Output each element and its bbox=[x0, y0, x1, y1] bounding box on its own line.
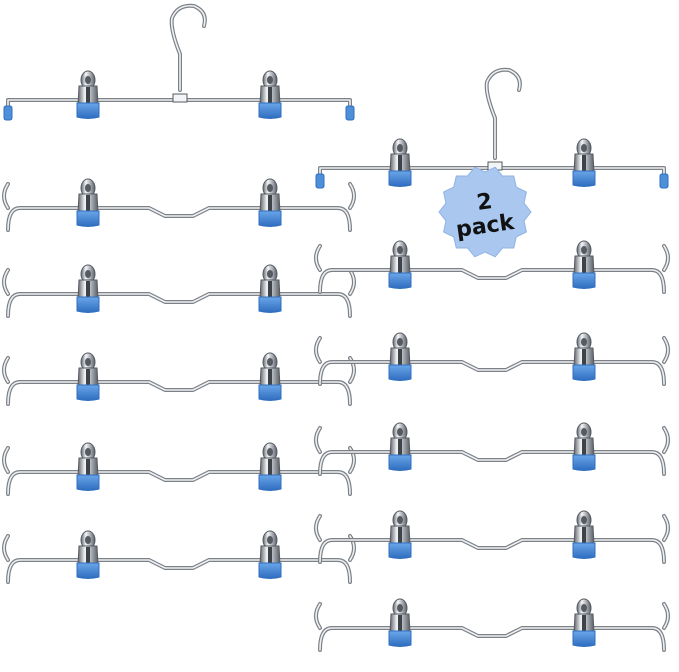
tier-bar bbox=[318, 626, 666, 652]
clip bbox=[388, 138, 412, 187]
hanger-right bbox=[314, 67, 670, 652]
tier-bar bbox=[318, 360, 666, 386]
tier-bar bbox=[6, 470, 352, 496]
clip bbox=[258, 530, 282, 579]
clip bbox=[572, 332, 596, 381]
clip bbox=[258, 70, 282, 119]
clip bbox=[76, 264, 100, 313]
pack-badge bbox=[438, 166, 532, 258]
tier-bar bbox=[318, 538, 666, 564]
clip bbox=[258, 352, 282, 401]
clip bbox=[572, 240, 596, 289]
clip bbox=[572, 422, 596, 471]
tier-bar bbox=[6, 380, 352, 406]
tier-bar bbox=[6, 558, 352, 584]
clip bbox=[388, 422, 412, 471]
hanger-left bbox=[2, 3, 356, 584]
clip bbox=[258, 264, 282, 313]
clip bbox=[572, 138, 596, 187]
hook bbox=[484, 67, 522, 160]
clip bbox=[76, 178, 100, 227]
clip bbox=[388, 510, 412, 559]
clip bbox=[388, 598, 412, 647]
clip bbox=[388, 240, 412, 289]
clip bbox=[76, 442, 100, 491]
tier-bar bbox=[6, 292, 352, 318]
clip bbox=[76, 352, 100, 401]
clip bbox=[572, 510, 596, 559]
clip bbox=[258, 442, 282, 491]
clip bbox=[572, 598, 596, 647]
clip bbox=[76, 70, 100, 119]
tier-bar bbox=[6, 206, 352, 232]
clip bbox=[258, 178, 282, 227]
tier-bar bbox=[318, 450, 666, 476]
clip bbox=[76, 530, 100, 579]
tier-bar bbox=[318, 268, 666, 294]
hook bbox=[169, 3, 207, 92]
clip bbox=[388, 332, 412, 381]
